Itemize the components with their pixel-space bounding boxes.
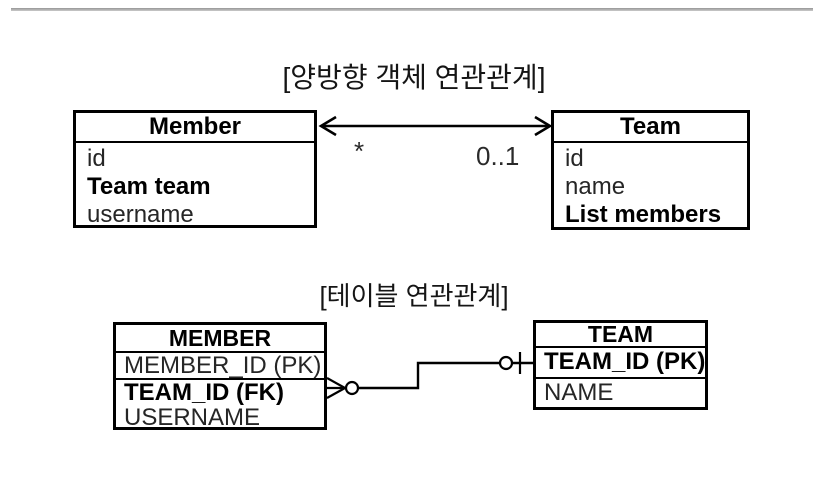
member-table-box: MEMBER MEMBER_ID (PK) TEAM_ID (FK) USERN… — [113, 322, 327, 431]
member-table-username-row: USERNAME — [124, 403, 261, 431]
team-class-box: Team id name List members — [551, 110, 750, 230]
member-table-name: MEMBER — [116, 325, 324, 353]
crowfoot-relationship-line — [326, 352, 533, 399]
team-class-name: Team — [554, 113, 747, 143]
member-table-pk-row: MEMBER_ID (PK) — [116, 352, 324, 380]
team-table-name: TEAM — [536, 321, 705, 348]
member-field-team: Team team — [87, 173, 211, 200]
team-multiplicity-label: 0..1 — [476, 141, 520, 171]
top-divider-line — [11, 8, 813, 11]
bidirectional-arrow-icon — [318, 115, 553, 137]
team-field-members: List members — [565, 201, 722, 228]
zero-or-many-icon — [326, 377, 360, 399]
member-class-box: Member id Team team username — [73, 110, 317, 228]
team-class-fields: id name List members — [554, 143, 747, 231]
team-table-pk-row: TEAM_ID (PK) — [536, 348, 705, 379]
member-class-fields: id Team team username — [76, 143, 314, 231]
member-table-fk-row: TEAM_ID (FK) — [124, 378, 284, 406]
object-diagram-title: [양방향 객체 연관관계] — [282, 62, 546, 93]
member-class-name: Member — [76, 113, 314, 143]
team-field-name: name — [565, 173, 626, 200]
team-field-id: id — [565, 145, 584, 172]
member-field-username: username — [87, 201, 194, 228]
team-table-box: TEAM TEAM_ID (PK) NAME — [533, 320, 708, 410]
team-table-name-row: NAME — [544, 378, 614, 406]
zero-or-one-icon — [498, 352, 533, 374]
table-diagram-title: [테이블 연관관계] — [319, 281, 509, 311]
member-multiplicity-label: * — [354, 136, 365, 166]
member-field-id: id — [87, 145, 106, 172]
